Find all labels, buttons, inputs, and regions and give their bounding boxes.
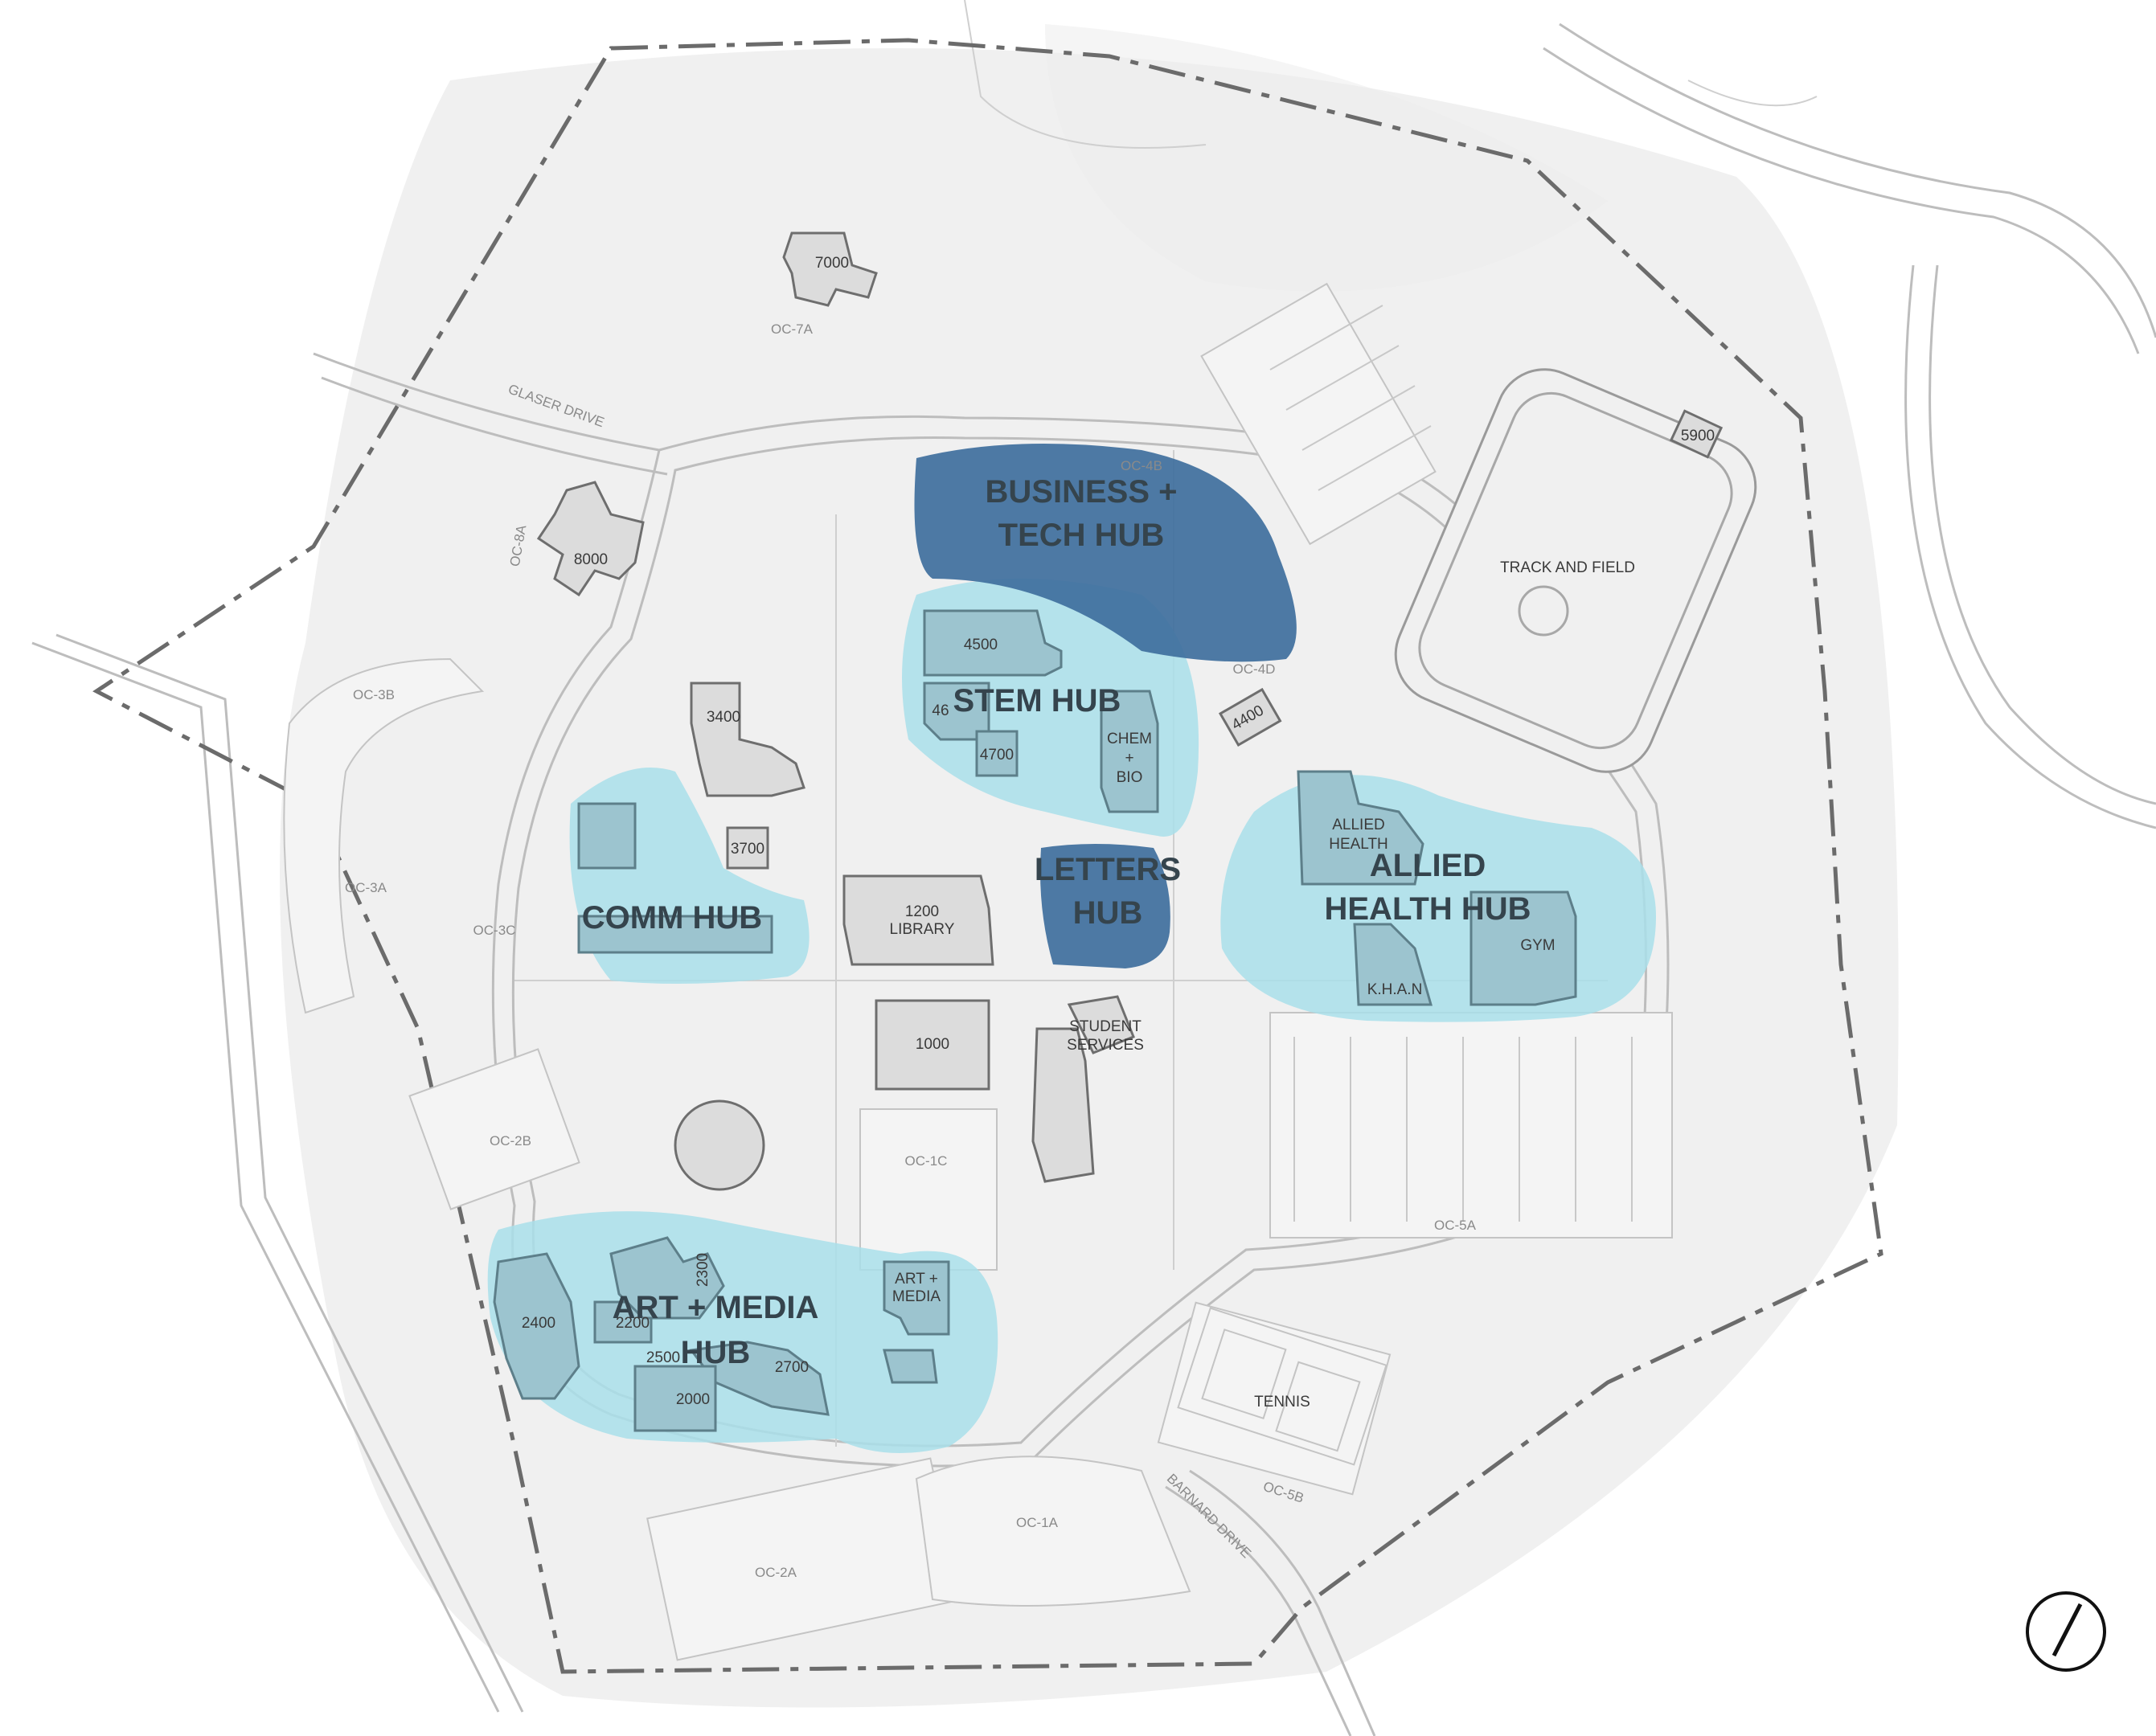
building-art-media-annex [883,1349,938,1384]
label-track-field: TRACK AND FIELD [1500,559,1635,576]
building-7000 [782,231,878,307]
label-oc2b: OC-2B [490,1133,531,1148]
label-2400: 2400 [522,1315,555,1332]
building-student-services-annex [1067,995,1135,1054]
label-3700: 3700 [731,841,764,858]
label-3400: 3400 [707,709,740,726]
label-oc3a: OC-3A [345,880,387,895]
building-1000 [875,999,990,1091]
building-comm [577,802,637,870]
building-4500 [923,609,1063,677]
building-khan [1353,923,1433,1006]
label-khan: K.H.A.N [1367,981,1423,998]
building-comm-wing [577,915,773,954]
label-4500: 4500 [964,637,998,653]
building-allied-health [1297,770,1424,886]
building-8000 [536,481,645,597]
tennis-courts [1177,1307,1387,1466]
building-2000 [633,1365,717,1432]
building-3700 [726,826,769,870]
building-art-media [883,1260,950,1336]
label-oc1c: OC-1C [905,1153,948,1169]
building-3400 [690,682,805,797]
label-gym: GYM [1520,937,1555,954]
building-4700 [975,730,1019,777]
building-student-services [1031,1027,1095,1183]
label-oc4b: OC-4B [1121,458,1162,473]
letters-hub-zone [1040,844,1170,968]
building-4400 [1218,687,1282,747]
business-tech-hub-zone [914,444,1297,662]
label-4600: 46 [932,702,949,719]
label-oc5a: OC-5A [1434,1218,1477,1233]
business-tech-hub-label: BUSINESS +TECH HUB [986,474,1178,553]
track-and-field [1394,368,1757,773]
building-2700 [689,1341,830,1416]
label-oc1a: OC-1A [1016,1515,1059,1530]
comm-hub-label: COMM HUB [582,900,762,936]
building-labels: 7000 8000 5900 4500 46 4700 4400 CHEM+BI… [522,255,1715,1408]
label-tennis: TENNIS [1254,1394,1310,1410]
label-oc4d: OC-4D [1233,661,1276,677]
building-2400 [493,1252,580,1400]
building-library [842,874,994,966]
streets [31,0,2156,1736]
label-7000: 7000 [815,255,849,272]
label-1000: 1000 [916,1036,949,1053]
label-oc3c: OC-3C [473,923,516,938]
label-2500: 2500 [646,1349,680,1366]
label-2000: 2000 [676,1391,710,1408]
building-5900 [1669,409,1724,459]
label-2700: 2700 [775,1359,809,1376]
place-labels: TRACK AND FIELD TENNIS [1254,559,1635,1410]
label-art-media-bldg: ART +MEDIA [892,1271,941,1305]
campus-boundary [92,38,1883,1674]
buildings [493,231,1724,1432]
stem-hub-label: STEM HUB [953,683,1121,719]
label-4700: 4700 [980,747,1014,764]
label-oc7a: OC-7A [771,321,814,337]
label-5900: 5900 [1681,428,1715,444]
label-2200: 2200 [616,1315,650,1332]
hub-labels: BUSINESS +TECH HUB STEM HUB COMM HUB LET… [582,474,1531,1370]
north-arrow-icon [2026,1591,2106,1672]
rotunda [674,1099,765,1191]
label-2300: 2300 [695,1253,711,1287]
label-8000: 8000 [574,551,608,568]
label-oc3b: OC-3B [353,687,395,702]
label-oc2a: OC-2A [755,1565,797,1580]
label-chem-bio: CHEM+BIO [1107,731,1152,786]
building-chem-bio [1100,690,1159,813]
building-gym [1469,891,1577,1006]
building-4600 [923,682,990,741]
building-2300 [609,1236,725,1320]
